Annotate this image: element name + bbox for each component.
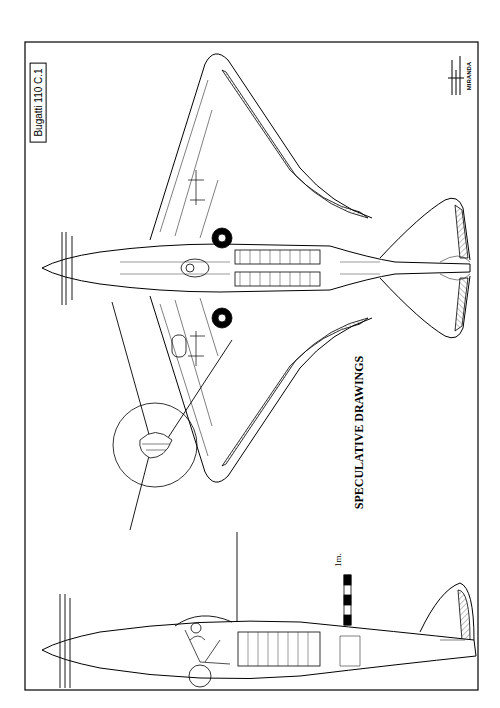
title-box: Bugatti 110 C.1 [30, 62, 47, 142]
logo-text: MIRANDA [466, 62, 472, 90]
title-text: Bugatti 110 C.1 [33, 68, 44, 136]
drawing-note: SPECULATIVE DRAWINGS [352, 355, 367, 508]
scale-label: 1m. [333, 553, 343, 567]
